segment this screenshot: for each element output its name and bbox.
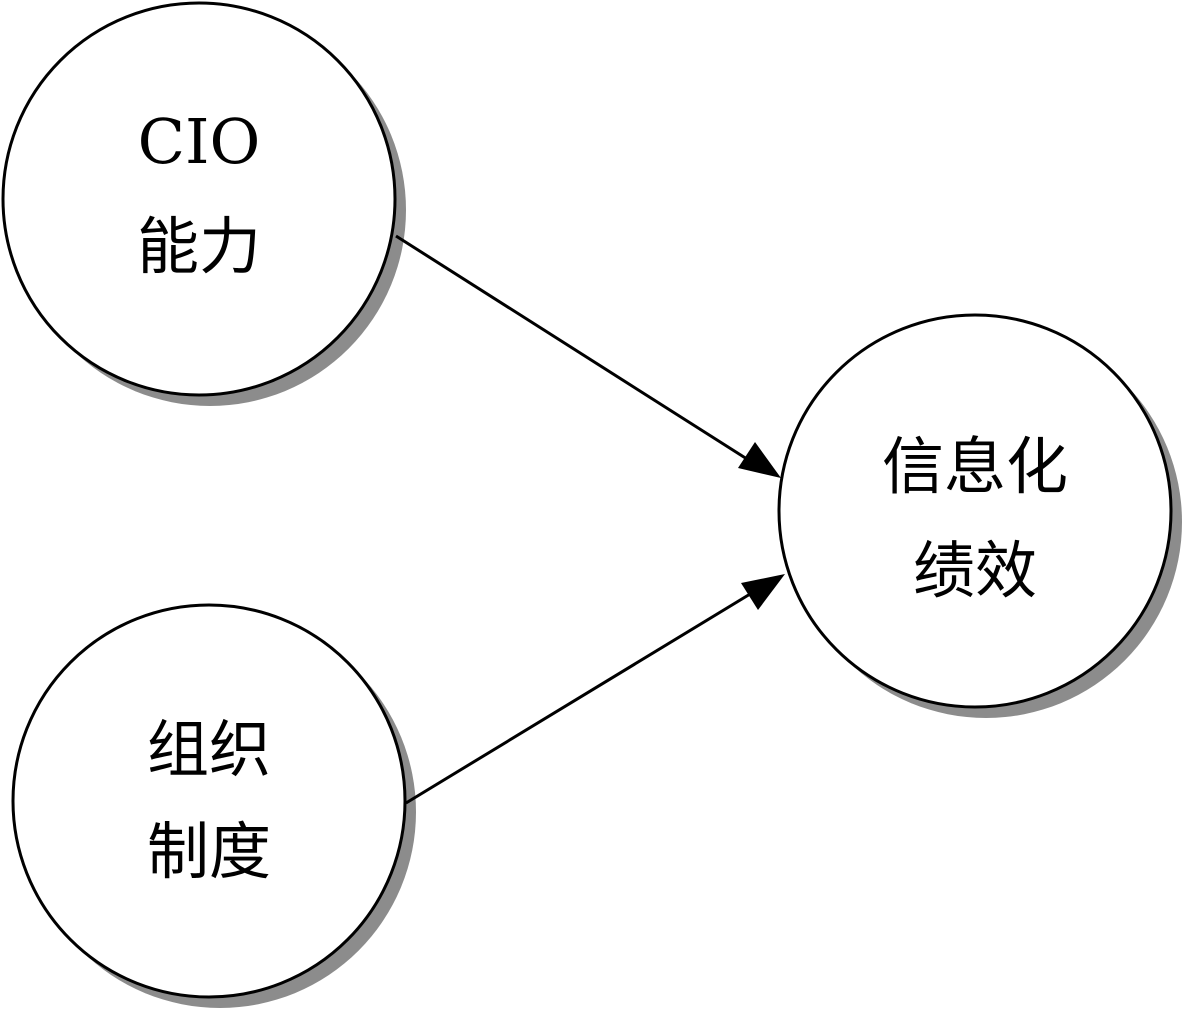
node-it-performance-label-line1: 信息化: [882, 430, 1068, 503]
node-it-performance-circle: [777, 313, 1173, 709]
node-org-system-label-line2: 制度: [147, 815, 271, 888]
node-cio-ability-label-line2: 能力: [137, 210, 261, 283]
node-cio-ability-label-line1: CIO: [138, 105, 261, 178]
edge-org-to-performance-line: [405, 586, 761, 805]
node-org-system-circle: [11, 603, 407, 999]
node-cio-ability-circle: [1, 1, 397, 397]
edge-org-to-performance-arrowhead: [741, 574, 785, 610]
node-org-system: 组织 制度: [11, 603, 416, 1008]
edge-cio-to-performance-arrowhead: [738, 442, 781, 478]
edge-cio-to-performance: [395, 234, 781, 478]
node-org-system-label-line1: 组织: [147, 713, 271, 786]
node-it-performance-label-line2: 绩效: [913, 534, 1037, 607]
node-cio-ability: CIO 能力: [1, 1, 406, 406]
node-it-performance: 信息化 绩效: [777, 313, 1182, 718]
edge-cio-to-performance-line: [395, 234, 759, 468]
edge-org-to-performance: [405, 574, 785, 805]
